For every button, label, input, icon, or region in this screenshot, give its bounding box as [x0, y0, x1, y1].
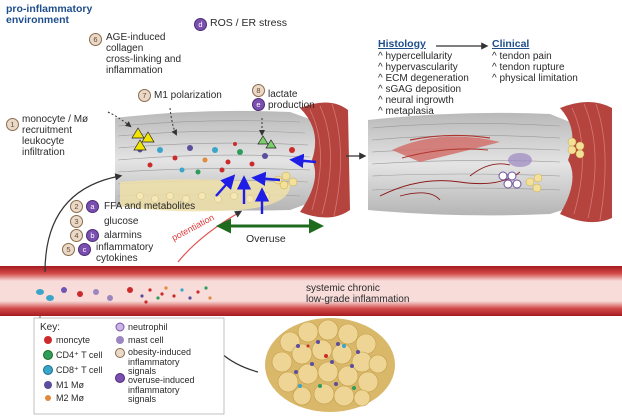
- histology-header: Histology: [378, 38, 426, 50]
- badge-8: 8: [252, 84, 265, 97]
- histology-item-5: ^ neural ingrowth: [378, 95, 454, 106]
- lactate-label: lactate production: [268, 89, 315, 111]
- key-monocyte: moncyte: [56, 335, 91, 345]
- adipose-tissue: [265, 318, 395, 412]
- badge-a: a: [86, 200, 99, 213]
- blue-arrow-1: [215, 174, 236, 197]
- key-box: [33, 317, 225, 415]
- potentiation-arrow: [177, 210, 243, 263]
- key-overuse-signals: overuse-induced inflammatory signals: [128, 375, 195, 404]
- blue-arrow-4: [251, 171, 281, 186]
- badge-4: 4: [70, 229, 83, 242]
- recruitment-arrow: [44, 173, 123, 273]
- badge-c: c: [78, 243, 91, 256]
- badge-5: 5: [62, 243, 75, 256]
- clinical-item-3: ^ physical limitation: [492, 73, 578, 84]
- ros-label: ROS / ER stress: [210, 17, 288, 29]
- badge-e: e: [252, 98, 265, 111]
- cytokines-label: inflammatory cytokines: [96, 242, 154, 264]
- key-obesity-signals: obesity-induced inflammatory signals: [128, 347, 192, 376]
- age-label: AGE-induced collagen cross-linking and i…: [106, 32, 182, 76]
- key-cd4: CD4⁺ T cell: [56, 350, 103, 360]
- m1-label: M1 polarization: [154, 90, 222, 101]
- ffa-label: FFA and metabolites: [104, 201, 196, 212]
- key-m2: M2 Mø: [56, 393, 84, 403]
- blue-arrow-5: [289, 153, 317, 169]
- histology-item-3: ^ ECM degeneration: [378, 73, 469, 84]
- clinical-item-1: ^ tendon pain: [492, 51, 552, 62]
- key-m1: M1 Mø: [56, 380, 84, 390]
- badge-3: 3: [70, 215, 83, 228]
- histology-item-6: ^ metaplasia: [378, 106, 434, 117]
- key-neutrophil: neutrophil: [128, 322, 168, 332]
- monocyte-label: monocyte / Mø recruitment leukocyte infi…: [22, 114, 89, 158]
- age-arrow: [107, 111, 132, 128]
- histology-item-4: ^ sGAG deposition: [378, 84, 462, 95]
- clinical-item-2: ^ tendon rupture: [492, 62, 565, 73]
- blood-vessel: [0, 266, 622, 316]
- key-title: Key:: [40, 322, 61, 333]
- key-mast-cell: mast cell: [128, 335, 164, 345]
- overuse-label: Overuse: [246, 233, 286, 245]
- alarmins-label: alarmins: [104, 230, 142, 241]
- right-tendon: [368, 102, 612, 223]
- systemic-label: systemic chronic low-grade inflammation: [306, 283, 410, 305]
- diagram-title: pro-inflammatory environment: [6, 3, 93, 26]
- badge-1: 1: [6, 118, 19, 131]
- glucose-label: glucose: [104, 216, 139, 227]
- key-cd8: CD8⁺ T cell: [56, 365, 103, 375]
- m1-arrow: [169, 107, 177, 136]
- badge-b: b: [86, 229, 99, 242]
- key-swatches: [43, 322, 125, 401]
- badge-2: 2: [70, 200, 83, 213]
- left-tendon: [115, 102, 350, 218]
- clinical-header: Clinical: [492, 38, 530, 50]
- histology-item-2: ^ hypervascularity: [378, 62, 458, 73]
- histology-item-1: ^ hypercellularity: [378, 51, 453, 62]
- badge-6: 6: [89, 33, 102, 46]
- badge-d: d: [194, 18, 207, 31]
- badge-7: 7: [138, 89, 151, 102]
